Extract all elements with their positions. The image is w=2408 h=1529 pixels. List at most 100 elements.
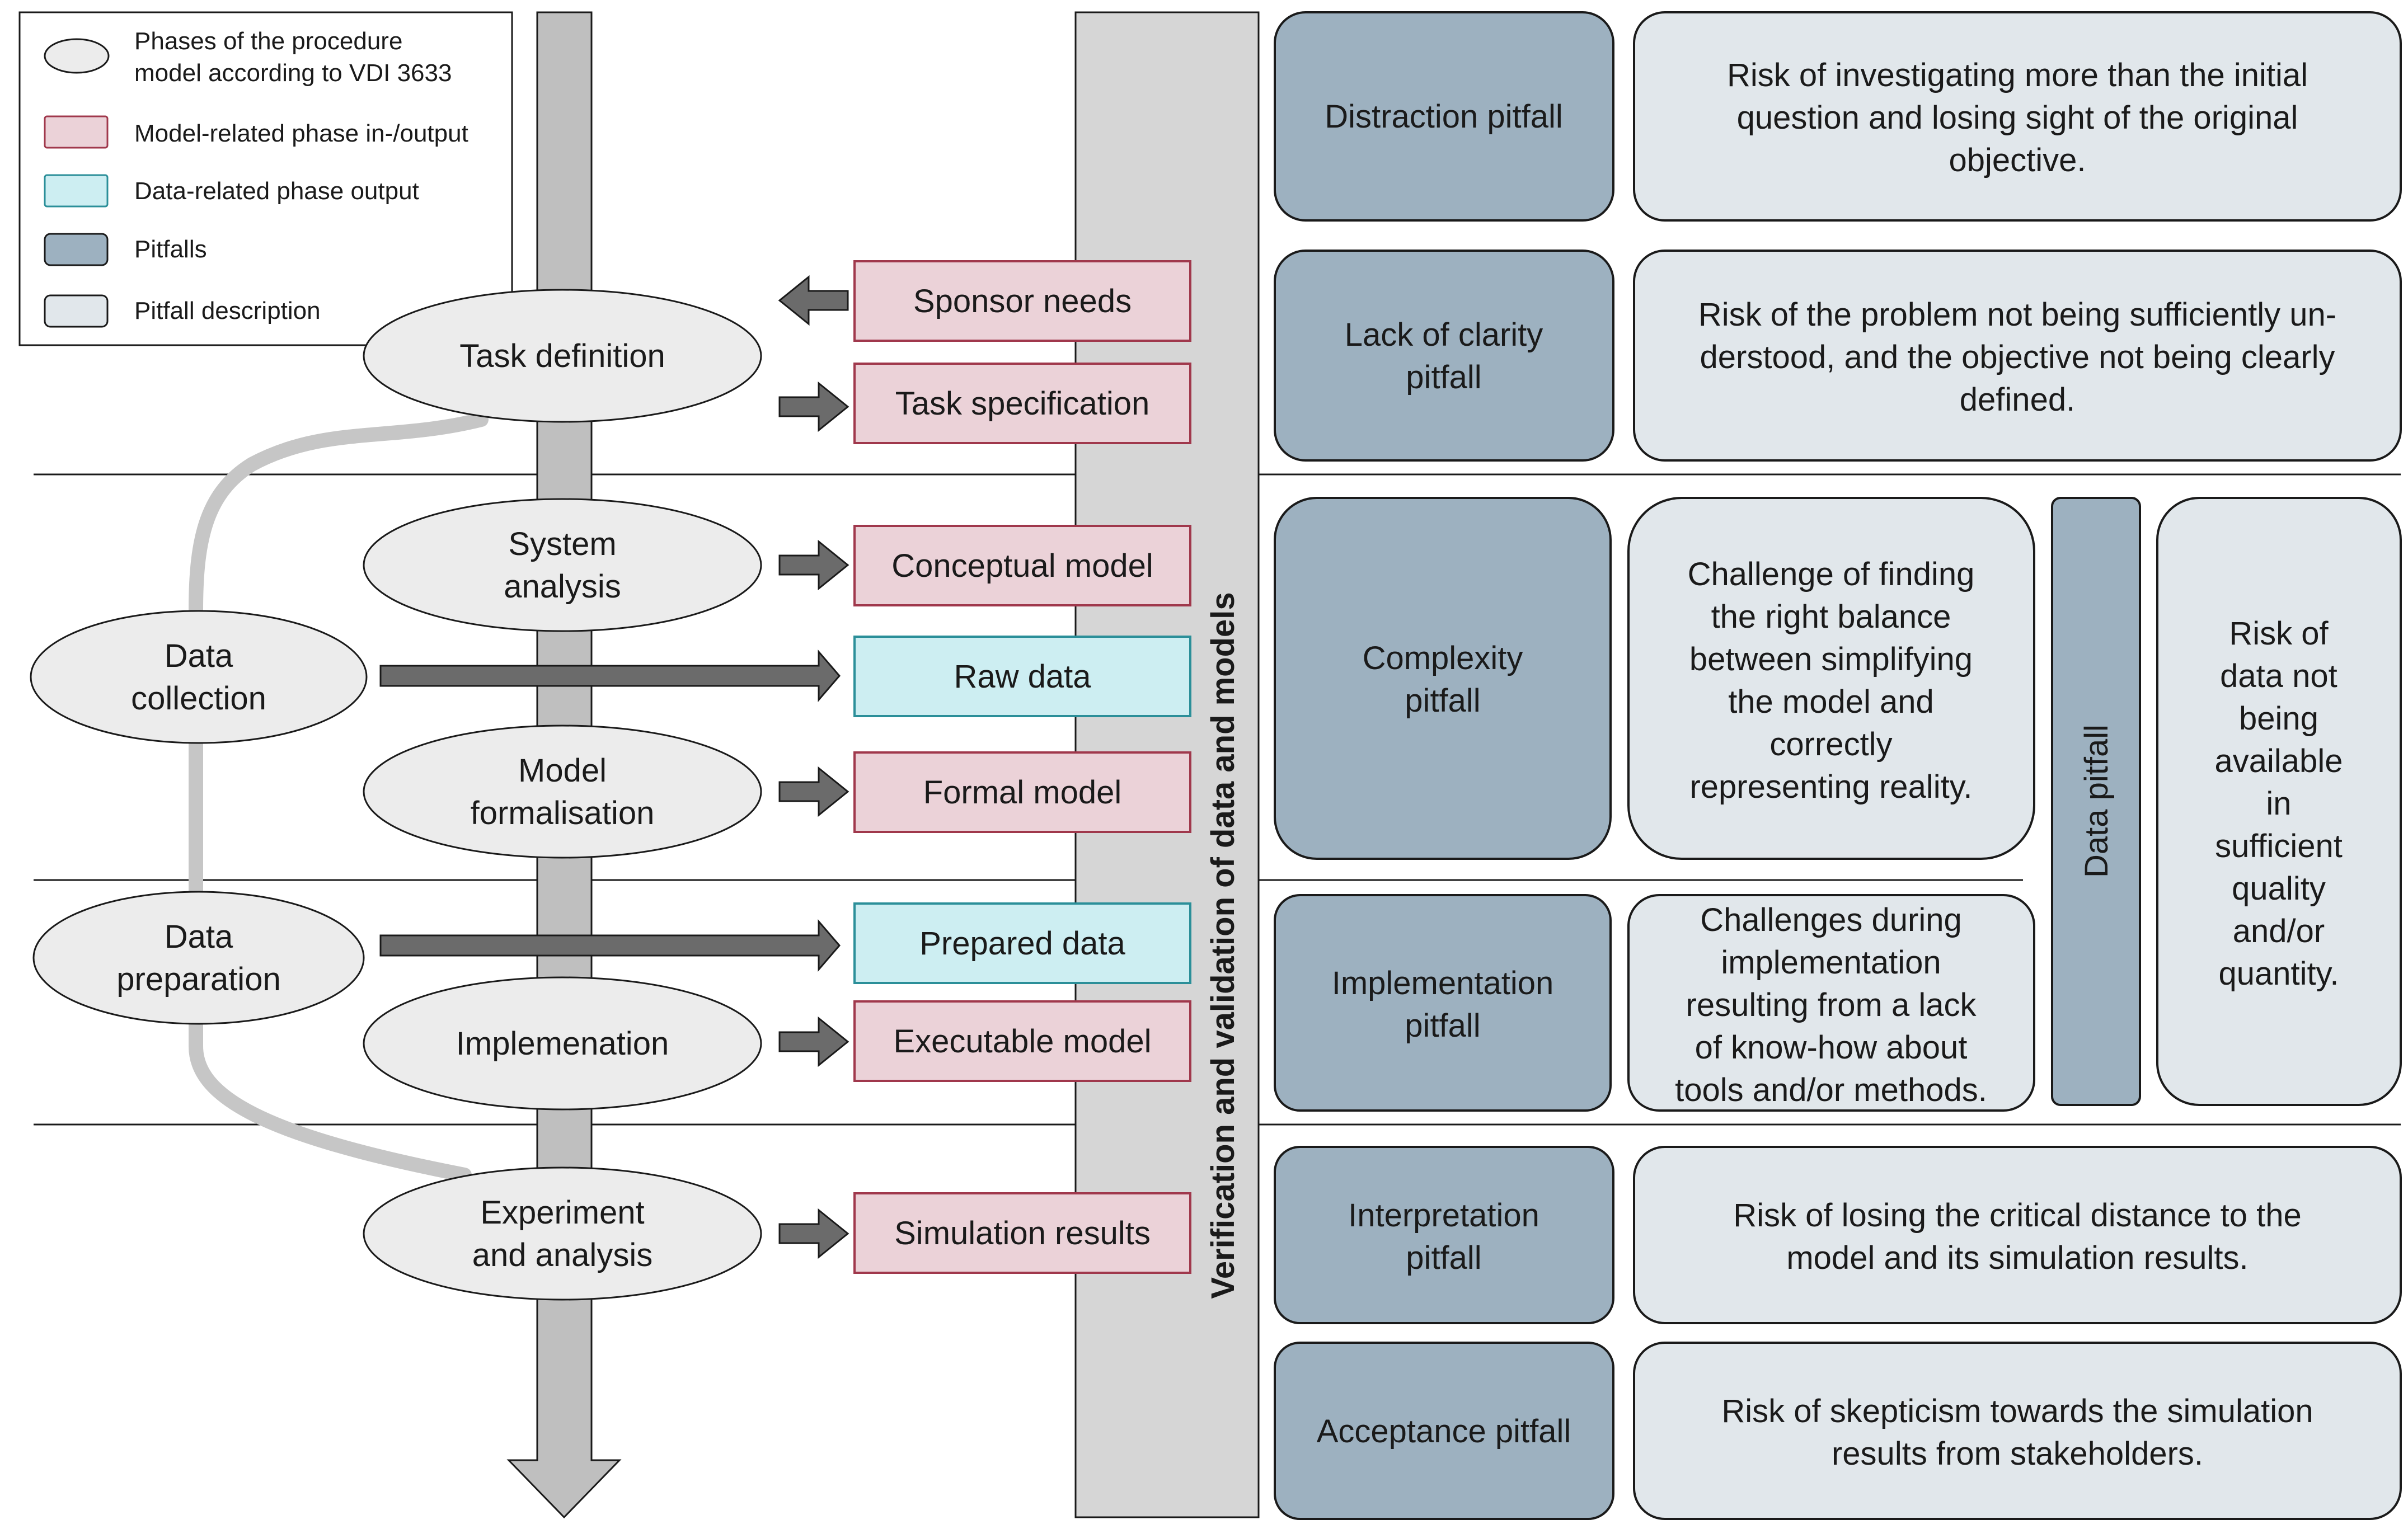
- arrow-conceptual-model: [778, 539, 849, 591]
- pitfall-distraction-box: [1274, 11, 1614, 222]
- output-raw-data: Raw data: [853, 636, 1191, 717]
- legend-description-label: Pitfall description: [134, 297, 321, 324]
- output-executable-model-label: Executable model: [893, 1023, 1151, 1060]
- output-prepared-data: Prepared data: [853, 902, 1191, 984]
- description-implementation-line1: Challenges during: [1700, 902, 1962, 938]
- legend-model-io-label: Model-related phase in-/output: [134, 120, 468, 147]
- phase-implementation: Implemenation: [363, 976, 762, 1111]
- output-sponsor-needs-box: [853, 260, 1191, 342]
- arrow-formal-model: [778, 766, 849, 817]
- description-data-box: [2156, 497, 2402, 1106]
- description-complexity-line4: the model and: [1728, 684, 1934, 720]
- description-implementation-line2: implementation: [1721, 944, 1941, 981]
- pitfall-implementation-line1: Implementation: [1332, 965, 1554, 1001]
- pitfall-implementation-box: [1274, 894, 1612, 1112]
- description-implementation: Challenges during implementation resulti…: [1627, 894, 2035, 1112]
- legend-data-swatch: [44, 174, 109, 208]
- phase-implementation-label: Implemenation: [456, 1025, 669, 1062]
- description-lack-of-clarity-line3: defined.: [1960, 382, 2075, 418]
- legend-phase-swatch: [44, 38, 110, 74]
- pitfall-acceptance-label: Acceptance pitfall: [1317, 1413, 1571, 1450]
- description-distraction-line3: objective.: [1949, 142, 2086, 178]
- description-data-line5: in: [2266, 785, 2291, 822]
- description-implementation-line5: tools and/or methods.: [1675, 1072, 1987, 1108]
- output-raw-data-box: [853, 636, 1191, 717]
- output-task-specification: Task specification: [853, 363, 1191, 444]
- pitfall-complexity-box: [1274, 497, 1612, 860]
- description-lack-of-clarity: Risk of the problem not being sufficient…: [1633, 250, 2402, 462]
- description-data-line4: available: [2215, 743, 2343, 779]
- description-data-line1: Risk of: [2229, 615, 2329, 652]
- output-task-specification-box: [853, 363, 1191, 444]
- pitfall-lack-of-clarity-line2: pitfall: [1406, 359, 1481, 396]
- arrow-executable-model: [778, 1016, 849, 1067]
- legend-pitfall-label: Pitfalls: [134, 236, 207, 263]
- output-simulation-results-box: [853, 1192, 1191, 1274]
- pitfall-interpretation-line1: Interpretation: [1348, 1197, 1539, 1234]
- pitfall-complexity-line2: pitfall: [1405, 683, 1480, 719]
- phase-system-analysis-line2: analysis: [504, 568, 621, 605]
- description-implementation-line4: of know-how about: [1695, 1029, 1968, 1066]
- description-complexity-box: [1627, 497, 2035, 860]
- legend-model-io-swatch: [44, 115, 109, 149]
- phase-model-formalisation-line2: formalisation: [471, 795, 655, 831]
- description-distraction-line2: question and losing sight of the origina…: [1737, 100, 2298, 136]
- description-complexity-line2: the right balance: [1711, 599, 1951, 635]
- phase-data-collection-line1: Data: [165, 638, 233, 674]
- output-formal-model-label: Formal model: [923, 774, 1122, 811]
- data-phase-connector: [189, 412, 489, 1182]
- description-data-line2: data not: [2220, 658, 2337, 694]
- output-executable-model: Executable model: [853, 1000, 1191, 1082]
- pitfall-interpretation-line2: pitfall: [1406, 1240, 1481, 1276]
- description-complexity-line6: representing reality.: [1689, 769, 1972, 805]
- description-acceptance-line1: Risk of skepticism towards the simulatio…: [1721, 1393, 2313, 1429]
- phase-data-preparation-line1: Data: [165, 919, 233, 955]
- legend-phases-line2: model according to VDI 3633: [134, 59, 452, 87]
- legend-pitfall-swatch: [44, 233, 109, 266]
- phase-experiment: Experiment and analysis: [363, 1166, 762, 1301]
- pitfall-implementation: Implementation pitfall: [1274, 894, 1612, 1112]
- legend-description-swatch: [44, 294, 109, 328]
- phase-task-definition-ellipse: [363, 289, 762, 423]
- output-sponsor-needs-label: Sponsor needs: [913, 283, 1132, 319]
- pitfall-data: Data pitfall: [2051, 497, 2141, 1106]
- phase-system-analysis: System analysis: [363, 498, 762, 632]
- description-implementation-line3: resulting from a lack: [1686, 987, 1977, 1023]
- pitfall-data-box: [2051, 497, 2141, 1106]
- phase-data-collection: Data collection: [30, 610, 368, 744]
- arrow-simulation-results: [778, 1208, 849, 1259]
- phase-data-preparation: Data preparation: [32, 891, 365, 1025]
- pitfall-implementation-line2: pitfall: [1405, 1008, 1480, 1044]
- description-data-line9: quantity.: [2219, 956, 2339, 992]
- pitfall-acceptance-box: [1274, 1342, 1614, 1520]
- pitfall-data-label: Data pitfall: [2078, 724, 2115, 878]
- description-data-line7: quality: [2232, 871, 2326, 907]
- phase-system-analysis-line1: System: [508, 526, 616, 562]
- phase-experiment-line1: Experiment: [480, 1194, 644, 1231]
- output-prepared-data-label: Prepared data: [919, 925, 1125, 962]
- phase-model-formalisation-ellipse: [363, 724, 762, 859]
- description-data: Risk of data not being available in suff…: [2156, 497, 2402, 1106]
- arrow-task-specification: [778, 381, 849, 432]
- phase-data-preparation-line2: preparation: [116, 961, 280, 998]
- output-simulation-results-label: Simulation results: [894, 1215, 1151, 1252]
- output-conceptual-model: Conceptual model: [853, 525, 1191, 606]
- legend: Phases of the procedure model according …: [18, 11, 513, 346]
- legend-data-label: Data-related phase output: [134, 177, 419, 205]
- description-data-line6: sufficient: [2215, 828, 2343, 864]
- output-conceptual-model-label: Conceptual model: [891, 548, 1153, 584]
- arrow-raw-data: [379, 649, 841, 703]
- description-interpretation-line1: Risk of losing the critical distance to …: [1733, 1197, 2301, 1234]
- pitfall-lack-of-clarity-line1: Lack of clarity: [1345, 317, 1543, 353]
- pitfall-acceptance: Acceptance pitfall: [1274, 1342, 1614, 1520]
- description-complexity-line5: correctly: [1769, 726, 1892, 763]
- description-interpretation-box: [1633, 1146, 2402, 1324]
- legend-phases-line1: Phases of the procedure: [134, 27, 402, 55]
- phase-data-collection-ellipse: [30, 610, 368, 744]
- phase-model-formalisation: Model formalisation: [363, 724, 762, 859]
- description-complexity: Challenge of finding the right balance b…: [1627, 497, 2035, 860]
- output-raw-data-label: Raw data: [954, 658, 1091, 695]
- phase-implementation-ellipse: [363, 976, 762, 1111]
- phase-model-formalisation-line1: Model: [518, 752, 607, 789]
- vv-label: Verification and validation of data and …: [1205, 592, 1241, 1299]
